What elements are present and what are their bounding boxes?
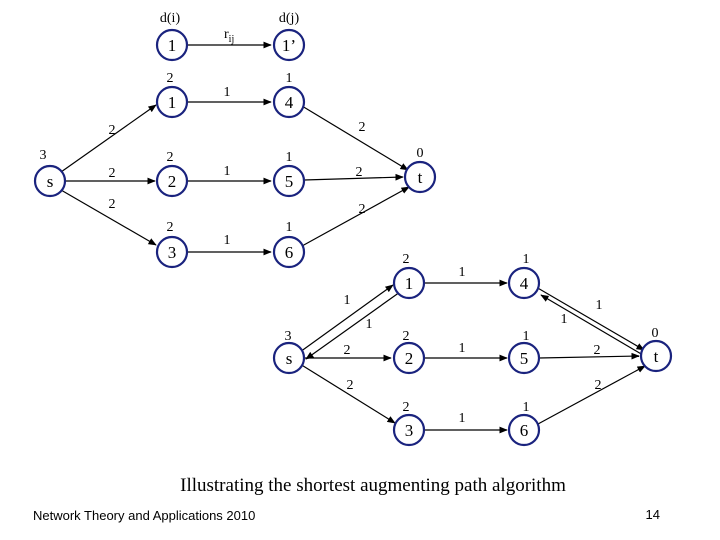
bottom-edge-label-s-2: 2 (344, 343, 351, 358)
bottom-node-t-label: t (654, 347, 659, 366)
top-edge-label-5-t: 2 (356, 165, 363, 180)
top-node-4 (272, 85, 306, 119)
bottom-distance-4: 1 (523, 252, 530, 267)
bottom-node-3 (392, 413, 426, 447)
legend-r-ij-label: rij (224, 27, 234, 45)
bottom-distance-5: 1 (523, 329, 530, 344)
top-node-1-label: 1 (168, 93, 177, 112)
bottom-edge-label-1-s: 1 (366, 317, 373, 332)
legend-d-i-label: d(i) (160, 11, 181, 26)
caption: Illustrating the shortest augmenting pat… (180, 475, 566, 496)
bottom-edge-label-s-1: 1 (344, 293, 351, 308)
bottom-distance-t: 0 (652, 326, 659, 341)
top-edge-label-s-1: 2 (109, 123, 116, 138)
top-edge-label-2-5: 1 (224, 164, 231, 179)
top-node-t (403, 160, 437, 194)
top-node-s (33, 164, 67, 198)
bottom-distance-6: 1 (523, 400, 530, 415)
top-edge-label-4-t: 2 (359, 120, 366, 135)
bottom-node-2 (392, 341, 426, 375)
bottom-edge-label-1-4: 1 (459, 265, 466, 280)
legend-node-j (272, 28, 306, 62)
bottom-node-s (272, 341, 306, 375)
bottom-node-6 (507, 413, 541, 447)
bottom-edge-1-s (305, 291, 401, 360)
top-distance-6: 1 (286, 220, 293, 235)
top-node-3-label: 3 (168, 243, 177, 262)
top-node-t-label: t (418, 168, 423, 187)
top-distance-2: 2 (167, 150, 174, 165)
bottom-node-1 (392, 266, 426, 300)
top-node-2-label: 2 (168, 172, 177, 191)
top-edge-s-3 (60, 189, 157, 246)
top-edge-label-3-6: 1 (224, 233, 231, 248)
legend-node-i (155, 28, 189, 62)
bottom-node-4 (507, 266, 541, 300)
bottom-edge-6-t (537, 365, 646, 425)
bottom-distance-2: 2 (403, 329, 410, 344)
bottom-edge-4-t (535, 286, 645, 351)
bottom-edge-label-t-4: 1 (561, 312, 568, 327)
top-distance-s: 3 (40, 148, 47, 163)
top-node-5 (272, 164, 306, 198)
bottom-edge-label-2-5: 1 (459, 341, 466, 356)
legend-node-i-label: 1 (168, 36, 177, 55)
bottom-node-s-label: s (286, 349, 293, 368)
top-distance-3: 2 (167, 220, 174, 235)
top-edge-s-1 (60, 104, 157, 173)
top-node-6 (272, 235, 306, 269)
top-node-6-label: 6 (285, 243, 294, 262)
legend-r-label: r (224, 27, 229, 42)
page-number: 14 (646, 507, 660, 522)
bottom-edge-label-5-t: 2 (594, 343, 601, 358)
bottom-node-1-label: 1 (405, 274, 414, 293)
top-node-5-label: 5 (285, 172, 294, 191)
network-bottom: 1 1 2 2 1 1 1 1 1 2 2 3 2 2 2 1 1 1 0 s … (272, 252, 673, 447)
top-distance-t: 0 (417, 146, 424, 161)
bottom-edge-label-s-3: 2 (347, 378, 354, 393)
bottom-distance-1: 2 (403, 252, 410, 267)
bottom-node-t (639, 339, 673, 373)
bottom-edge-label-4-t: 1 (596, 298, 603, 313)
top-edge-5-t (303, 173, 404, 181)
bottom-distance-s: 3 (285, 329, 292, 344)
bottom-node-6-label: 6 (520, 421, 529, 440)
bottom-edge-t-4 (540, 294, 649, 359)
top-edge-4-t (301, 105, 409, 171)
top-distance-5: 1 (286, 150, 293, 165)
top-node-s-label: s (47, 172, 54, 191)
legend-r-subscript: ij (229, 34, 235, 45)
top-node-1 (155, 85, 189, 119)
bottom-node-4-label: 4 (520, 274, 529, 293)
legend-d-j-label: d(j) (279, 11, 300, 26)
bottom-node-2-label: 2 (405, 349, 414, 368)
top-edge-6-t (301, 186, 410, 247)
legend: d(i) d(j) rij 1 1’ (155, 11, 306, 62)
top-edge-label-1-4: 1 (224, 85, 231, 100)
bottom-distance-3: 2 (403, 400, 410, 415)
top-node-4-label: 4 (285, 93, 294, 112)
top-distance-1: 2 (167, 71, 174, 86)
top-edge-label-s-2: 2 (109, 166, 116, 181)
bottom-node-3-label: 3 (405, 421, 414, 440)
top-distance-4: 1 (286, 71, 293, 86)
network-top: 2 2 2 1 1 1 2 2 2 3 2 2 2 1 1 1 0 s 1 2 … (33, 71, 437, 269)
top-node-3 (155, 235, 189, 269)
bottom-edge-s-1 (299, 284, 394, 353)
legend-node-j-label: 1’ (282, 36, 296, 55)
top-node-2 (155, 164, 189, 198)
bottom-edge-label-6-t: 2 (595, 378, 602, 393)
bottom-node-5-label: 5 (520, 349, 529, 368)
footer-source: Network Theory and Applications 2010 (33, 508, 255, 523)
bottom-edge-s-3 (299, 363, 396, 424)
bottom-edge-label-3-6: 1 (459, 411, 466, 426)
bottom-edge-5-t (538, 352, 640, 360)
top-edge-label-6-t: 2 (359, 202, 366, 217)
top-edge-label-s-3: 2 (109, 197, 116, 212)
bottom-node-5 (507, 341, 541, 375)
